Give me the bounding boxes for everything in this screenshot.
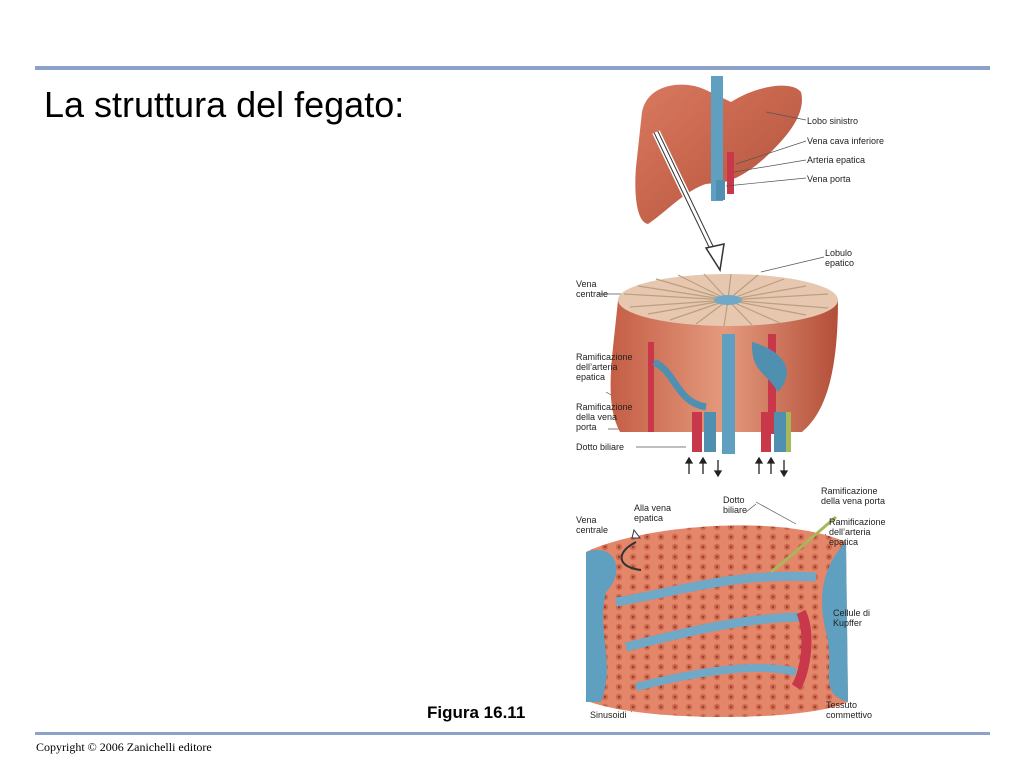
label-dotto-biliare: Dotto biliare [576,442,625,452]
bottom-rule [35,732,990,735]
label-vena-cava-inferiore: Vena cava inferiore [807,136,885,146]
label-vena-centrale-2: Vena centrale [576,515,609,535]
liver-organ [635,76,802,273]
flow-arrows [684,456,789,478]
label-ramificazione-vena-porta: Ramificazione della vena porta [576,402,633,432]
label-dotto-biliare-2: Dotto biliare [723,495,748,515]
label-cellule-kupffer: Cellule di Kupffer [833,608,871,628]
label-ramificazione-arteria-2: Ramificazione dell’arteria epatica [829,517,886,547]
label-lobo-sinistro: Lobo sinistro [807,116,859,126]
artery-vessel [727,152,734,194]
slide-title: La struttura del fegato: [44,84,405,125]
label-tessuto-connettivo: Tessuto commettivo [826,700,873,720]
hepatic-lobule [610,273,838,454]
label-vena-centrale: Vena centrale [576,279,609,299]
sinusoid-detail [586,515,848,717]
label-ramificazione-arteria: Ramificazione dell’arteria epatica [576,352,633,382]
label-lobulo-epatico: Lobulo epatico [825,248,855,268]
top-rule [35,66,990,70]
label-ramificazione-vena-porta-2: Ramificazione della vena porta [821,486,886,506]
figure-caption: Figura 16.11 [427,703,526,722]
label-alla-vena-epatica: Alla vena epatica [634,503,672,523]
label-sinusoidi: Sinusoidi [590,710,627,720]
label-vena-porta: Vena porta [807,174,851,184]
label-arteria-epatica: Arteria epatica [807,155,866,165]
liver-structure-figure: Lobo sinistro Vena cava inferiore Arteri… [556,72,900,732]
vena-cava-vessel [711,76,723,201]
liver-illustration [586,76,848,717]
copyright-text: Copyright © 2006 Zanichelli editore [36,740,212,754]
